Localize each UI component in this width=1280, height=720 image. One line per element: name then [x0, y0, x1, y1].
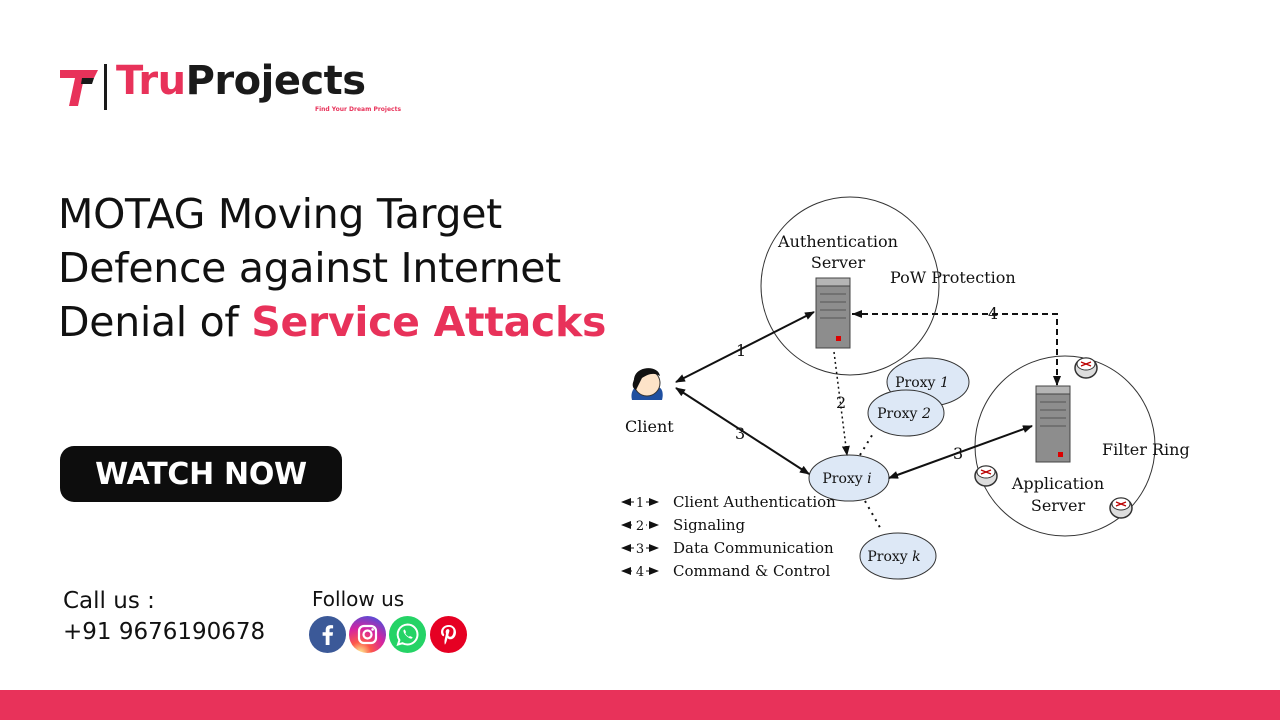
proxy-i-index: i	[867, 471, 871, 487]
title-line-3: Denial of Service Attacks	[58, 295, 658, 349]
legend-1-label: Client Authentication	[673, 493, 836, 511]
proxy-1-label: Proxy	[895, 375, 935, 391]
proxy-i-label: Proxy	[822, 471, 862, 487]
edge-auth-proxy-signal	[833, 351, 850, 456]
edge-client-auth	[675, 311, 815, 383]
brand-tagline: Find Your Dream Projects	[315, 106, 402, 113]
legend-3-label: Data Communication	[673, 539, 834, 557]
auth-server-zone	[760, 196, 940, 376]
diagram-legend: 1 Client Authentication 2 Signaling 3 Da…	[621, 493, 836, 580]
brand-name-part1: Tru	[116, 58, 186, 104]
title-line-3-plain: Denial of	[58, 298, 252, 346]
proxy-2-node: Proxy 2	[867, 389, 945, 437]
logo-mark-icon	[60, 70, 98, 106]
edge-4-label: 4	[988, 304, 998, 323]
instagram-icon[interactable]	[349, 616, 386, 653]
auth-server-label-2: Server	[811, 253, 866, 272]
client-label: Client	[625, 417, 674, 436]
motag-architecture-diagram: Authentication Server PoW Protection Fil…	[612, 196, 1208, 592]
pinterest-icon[interactable]	[430, 616, 467, 653]
edge-3a-label: 3	[735, 424, 745, 443]
proxy-k-label: Proxy	[867, 549, 907, 565]
legend-3-num: 3	[636, 542, 644, 557]
proxy-2-label: Proxy	[877, 406, 917, 422]
proxy-link-dotted	[864, 500, 883, 532]
legend-item: 4 Command & Control	[621, 562, 830, 580]
legend-2-num: 2	[636, 519, 644, 534]
legend-item: 1 Client Authentication	[621, 493, 836, 511]
proxy-link-dotted	[859, 431, 875, 456]
client-user-icon	[631, 368, 663, 400]
edge-client-proxy	[675, 387, 810, 475]
brand-logo: TruProjects Find Your Dream Projects	[58, 58, 438, 120]
filter-router-icon	[1109, 497, 1133, 519]
watch-now-button[interactable]: WATCH NOW	[60, 446, 342, 502]
legend-item: 2 Signaling	[621, 516, 746, 534]
legend-2-label: Signaling	[673, 516, 746, 534]
edge-1-label: 1	[736, 341, 746, 360]
app-server-label-1: Application	[1011, 474, 1104, 493]
proxy-i-node: Proxy i	[808, 454, 890, 502]
follow-us-label: Follow us	[312, 587, 405, 611]
facebook-icon[interactable]	[309, 616, 346, 653]
auth-server-label-1: Authentication	[777, 232, 898, 251]
whatsapp-icon[interactable]	[389, 616, 426, 653]
brand-name: TruProjects	[116, 58, 366, 104]
svg-text:Proxy k: Proxy k	[867, 549, 920, 565]
proxy-k-index: k	[912, 549, 920, 565]
edge-3b-label: 3	[953, 444, 963, 463]
title-line-2: Defence against Internet	[58, 244, 561, 292]
brand-name-part2: Projects	[185, 58, 367, 104]
title-line-1: MOTAG Moving Target	[58, 190, 502, 238]
filter-router-icon	[974, 465, 998, 487]
svg-text:Proxy i: Proxy i	[822, 471, 871, 487]
proxy-1-index: 1	[940, 375, 949, 391]
svg-text:Proxy 2: Proxy 2	[877, 406, 931, 422]
phone-number[interactable]: +91 9676190678	[63, 619, 266, 645]
filter-router-icon	[1074, 357, 1098, 379]
legend-4-num: 4	[636, 565, 644, 580]
proxy-2-index: 2	[921, 406, 931, 422]
logo-divider	[104, 64, 107, 110]
application-server-icon	[1035, 385, 1071, 463]
page-title: MOTAG Moving Target Defence against Inte…	[58, 187, 658, 349]
legend-item: 3 Data Communication	[621, 539, 834, 557]
title-highlight: Service Attacks	[251, 298, 607, 346]
auth-server-icon	[815, 277, 851, 349]
legend-4-label: Command & Control	[673, 562, 830, 580]
edge-auth-appserver-control	[852, 313, 1058, 386]
legend-1-num: 1	[636, 496, 644, 511]
footer-accent-bar	[0, 690, 1280, 720]
edge-2-label: 2	[836, 393, 846, 412]
call-us-label: Call us :	[63, 588, 155, 614]
filter-ring-label: Filter Ring	[1102, 440, 1190, 459]
pow-protection-label: PoW Protection	[890, 268, 1016, 287]
proxy-k-node: Proxy k	[859, 532, 937, 580]
svg-text:Proxy 1: Proxy 1	[895, 375, 949, 391]
edge-proxy-appserver	[888, 425, 1033, 479]
app-server-label-2: Server	[1031, 496, 1086, 515]
